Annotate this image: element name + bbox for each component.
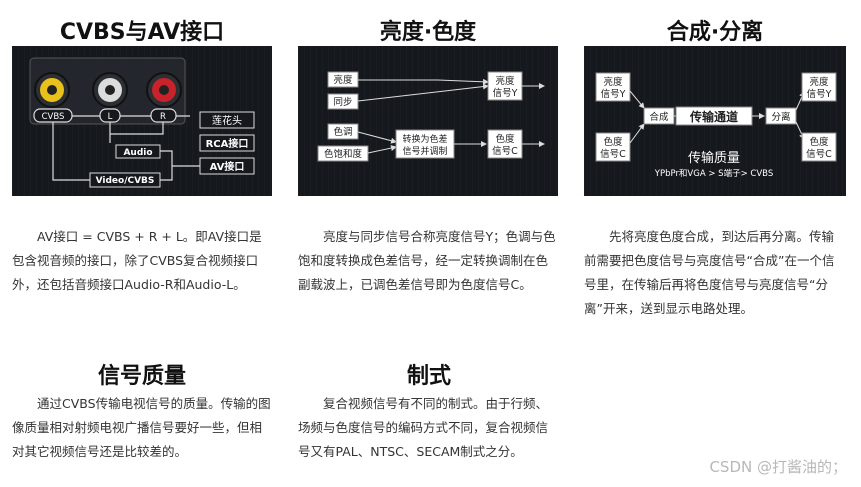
- box-convert: [395, 129, 455, 159]
- white-rca-jack-icon: [92, 72, 128, 108]
- svg-text:信号C: 信号C: [806, 148, 832, 160]
- jack-label-r: R: [160, 112, 166, 122]
- svg-text:信号C: 信号C: [492, 145, 518, 157]
- svg-text:色度: 色度: [603, 136, 623, 148]
- box-in-chroma-c: [595, 132, 631, 162]
- svg-text:信号并调制: 信号并调制: [402, 145, 447, 157]
- tag-rca: RCA接口: [206, 137, 249, 150]
- csdn-watermark: CSDN @打酱油的；: [709, 458, 847, 476]
- box-out-luminance-y: [801, 72, 837, 102]
- tag-av: AV接口: [210, 160, 245, 173]
- svg-text:色度: 色度: [495, 133, 515, 145]
- tag-video-cvbs: Video/CVBS: [96, 176, 155, 186]
- lum-chroma-description: 亮度与同步信号合称亮度信号Y；色调与色饱和度转换成色差信号，经一定转换调制在色副…: [298, 229, 556, 292]
- signal-quality-description: 通过CVBS传输电视信号的质量。传输的图像质量相对射频电视广播信号要好一些，但相…: [12, 396, 271, 459]
- svg-text:亮度: 亮度: [603, 76, 623, 88]
- box-hue: [327, 123, 359, 140]
- box-split: [765, 107, 797, 125]
- svg-text:信号C: 信号C: [600, 148, 626, 160]
- box-saturation: [317, 145, 369, 162]
- box-out-chroma-c: [487, 129, 523, 159]
- signal-quality-title: 信号质量: [97, 364, 186, 389]
- svg-text:信号Y: 信号Y: [601, 88, 626, 100]
- lum-chroma-flow: 亮度 同步 色调 色饱和度 转换为色差 信号并调制 亮度 信号Y 色度 信号C: [317, 71, 545, 162]
- svg-text:色调: 色调: [333, 126, 352, 138]
- svg-text:同步: 同步: [333, 97, 352, 108]
- combine-split-title: 合成·分离: [666, 20, 764, 45]
- box-in-luminance-y: [595, 72, 631, 102]
- svg-text:传输通道: 传输通道: [689, 109, 738, 124]
- cvbs-description: AV接口 = CVBS + R + L。即AV接口是包含视音频的接口，除了CVB…: [12, 229, 262, 292]
- svg-text:亮度: 亮度: [809, 76, 829, 88]
- svg-text:信号Y: 信号Y: [493, 87, 518, 99]
- svg-text:信号Y: 信号Y: [807, 88, 832, 100]
- box-sync: [327, 93, 359, 110]
- tag-lotus: 莲花头: [212, 114, 242, 127]
- svg-text:分离: 分离: [771, 111, 790, 123]
- box-out-luminance-y: [487, 71, 523, 101]
- combine-split-diagram: 亮度 信号Y 色度 信号C 合成 传输通道 分离 亮度 信号Y 色度 信号C 传…: [584, 46, 846, 196]
- lum-chroma-title: 亮度·色度: [379, 20, 477, 45]
- svg-text:合成: 合成: [649, 111, 669, 123]
- cvbs-connector-illustration: CVBS L R Audio Video/CVBS 莲花头 RCA接口 AV接口: [29, 57, 255, 188]
- jack-label-cvbs: CVBS: [42, 112, 65, 122]
- svg-text:亮度: 亮度: [495, 75, 515, 87]
- quality-heading: 传输质量: [688, 150, 740, 166]
- box-out-chroma-c: [801, 132, 837, 162]
- svg-text:色度: 色度: [809, 136, 829, 148]
- cvbs-diagram: CVBS L R Audio Video/CVBS 莲花头 RCA接口 AV接口: [12, 46, 272, 196]
- combine-split-description: 先将亮度色度合成，到达后再分离。传输前需要把色度信号与亮度信号“合成”在一个信号…: [584, 229, 835, 316]
- format-description: 复合视频信号有不同的制式。由于行频、场频与色度信号的编码方式不同，复合视频信号又…: [298, 396, 549, 459]
- svg-text:转换为色差: 转换为色差: [402, 133, 447, 145]
- red-rca-jack-icon: [146, 72, 182, 108]
- combine-split-flow: 亮度 信号Y 色度 信号C 合成 传输通道 分离 亮度 信号Y 色度 信号C 传…: [595, 72, 837, 179]
- yellow-rca-jack-icon: [34, 72, 70, 108]
- svg-text:亮度: 亮度: [333, 74, 353, 86]
- lum-chroma-diagram: 亮度 同步 色调 色饱和度 转换为色差 信号并调制 亮度 信号Y 色度 信号C: [298, 46, 558, 196]
- jack-label-l: L: [108, 112, 113, 122]
- quality-ranking: YPbPr和VGA > S端子> CVBS: [654, 168, 773, 179]
- tag-audio: Audio: [123, 148, 152, 158]
- svg-text:色饱和度: 色饱和度: [324, 148, 363, 160]
- cvbs-title: CVBS与AV接口: [59, 20, 225, 45]
- format-title: 制式: [406, 364, 451, 389]
